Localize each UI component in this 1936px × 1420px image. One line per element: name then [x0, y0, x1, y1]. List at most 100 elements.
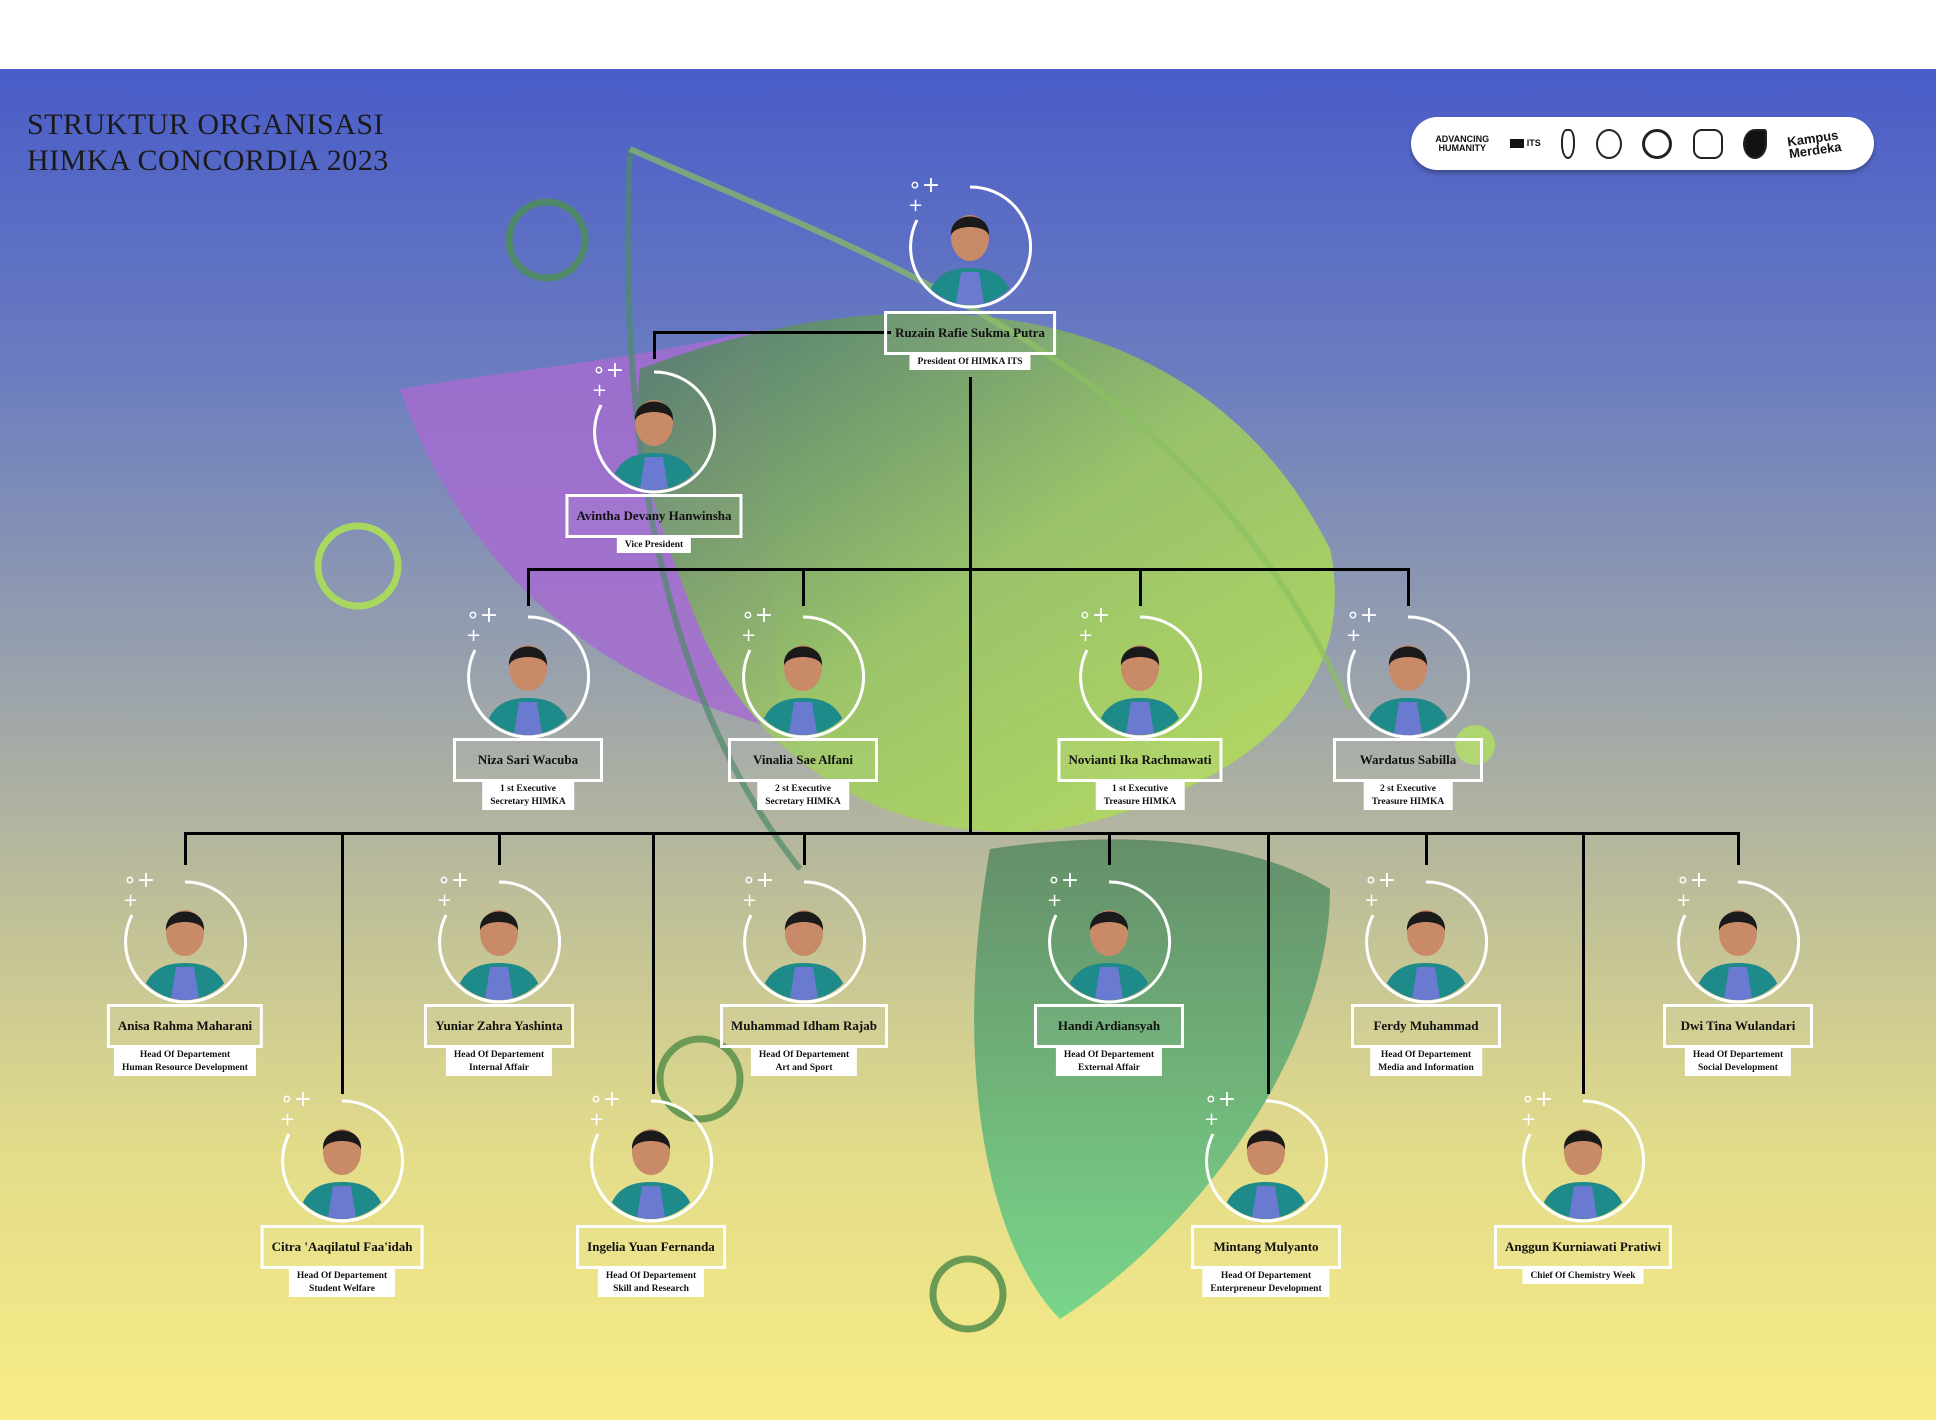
- plus-icon: +: [1364, 890, 1380, 911]
- member-name: Ferdy Muhammad: [1351, 1004, 1501, 1048]
- connector-line: [528, 568, 1409, 571]
- role-line: 2 st Executive: [1380, 784, 1436, 794]
- portrait-photo: [1538, 1129, 1628, 1219]
- connector-line: [1139, 568, 1142, 606]
- plus-icon: +: [1078, 625, 1094, 646]
- portrait-frame: [1522, 1099, 1646, 1223]
- green-lower-shape: [974, 839, 1330, 1319]
- deco-ring: [314, 522, 402, 610]
- circle-plus-icon: ∘+: [123, 868, 156, 893]
- role-line: Treasure HIMKA: [1371, 797, 1445, 807]
- portrait-frame: [281, 1099, 405, 1223]
- connector-line: [652, 832, 655, 1094]
- connector-line: [1267, 832, 1270, 1094]
- member-role: Chief Of Chemistry Week: [1522, 1269, 1644, 1284]
- plus-icon: +: [1676, 890, 1692, 911]
- deco-ring: [929, 1255, 1007, 1333]
- role-line: Vice President: [624, 540, 684, 550]
- circle-plus-icon: ∘+: [589, 1087, 622, 1112]
- portrait-photo: [140, 910, 230, 1000]
- plus-icon: +: [589, 1109, 605, 1130]
- member-name: Vinalia Sae Alfani: [728, 738, 878, 782]
- portrait-photo: [1363, 645, 1453, 735]
- circle-plus-icon: ∘+: [741, 603, 774, 628]
- portrait-photo: [609, 400, 699, 490]
- role-line: Chief Of Chemistry Week: [1530, 1271, 1636, 1281]
- member-name: Novianti Ika Rachmawati: [1057, 738, 1223, 782]
- leaf-outline-curve: [628, 146, 1353, 711]
- member-name: Niza Sari Wacuba: [453, 738, 603, 782]
- role-line: Head Of Departement: [453, 1050, 545, 1060]
- himka-logo: [1692, 128, 1723, 159]
- connector-line: [1407, 568, 1410, 606]
- role-line: 2 st Executive: [775, 784, 831, 794]
- role-line: 1 st Executive: [1112, 784, 1168, 794]
- member-name: Ruzain Rafie Sukma Putra: [884, 311, 1056, 355]
- plus-icon: +: [280, 1109, 296, 1130]
- role-line: Internal Affair: [469, 1063, 529, 1073]
- chemistry-logo: [1642, 128, 1673, 159]
- top-white-bar: [0, 0, 1936, 69]
- deco-ring: [505, 198, 589, 282]
- member-name: Handi Ardiansyah: [1034, 1004, 1184, 1048]
- member-name: Dwi Tina Wulandari: [1663, 1004, 1813, 1048]
- member-role: Vice President: [616, 538, 692, 553]
- portrait-frame: [593, 370, 717, 494]
- portrait-photo: [759, 910, 849, 1000]
- connector-line: [654, 331, 891, 334]
- role-line: Head Of Departement: [758, 1050, 850, 1060]
- connector-line: [185, 832, 1740, 835]
- connector-line: [969, 377, 972, 833]
- connector-line: [184, 832, 187, 865]
- member-name: Muhammad Idham Rajab: [720, 1004, 888, 1048]
- role-line: Treasure HIMKA: [1103, 797, 1177, 807]
- portrait-photo: [297, 1129, 387, 1219]
- connector-line: [341, 832, 344, 1094]
- plus-icon: +: [123, 890, 139, 911]
- role-line: Head Of Departement: [1380, 1050, 1472, 1060]
- portrait-frame: [590, 1099, 714, 1223]
- circle-plus-icon: ∘+: [1346, 603, 1379, 628]
- connector-line: [1108, 832, 1111, 865]
- role-line: Head Of Departement: [139, 1050, 231, 1060]
- portrait-frame: [1079, 615, 1203, 739]
- portrait-frame: [909, 185, 1033, 309]
- member-name: Ingelia Yuan Fernanda: [576, 1225, 726, 1269]
- portrait-photo: [1221, 1129, 1311, 1219]
- connector-line: [527, 568, 530, 606]
- portrait-frame: [1048, 880, 1172, 1004]
- role-line: Head Of Departement: [1692, 1050, 1784, 1060]
- member-name: Yuniar Zahra Yashinta: [424, 1004, 574, 1048]
- circle-plus-icon: ∘+: [437, 868, 470, 893]
- portrait-frame: [1365, 880, 1489, 1004]
- member-name: Citra 'Aaqilatul Faa'idah: [260, 1225, 424, 1269]
- partner-logos: ADVANCING HUMANITY ITS Kampus Merdeka: [1411, 117, 1874, 170]
- role-line: Skill and Research: [613, 1284, 689, 1294]
- plus-icon: +: [741, 625, 757, 646]
- role-line: Media and Information: [1378, 1063, 1474, 1073]
- title-line-1: STRUKTUR ORGANISASI: [27, 108, 385, 141]
- portrait-frame: [467, 615, 591, 739]
- portrait-frame: [1677, 880, 1801, 1004]
- circle-plus-icon: ∘+: [742, 868, 775, 893]
- role-line: Secretary HIMKA: [490, 797, 566, 807]
- role-line: Social Development: [1698, 1063, 1778, 1073]
- circle-plus-icon: ∘+: [1078, 603, 1111, 628]
- connector-line: [803, 832, 806, 865]
- plus-icon: +: [1047, 890, 1063, 911]
- portrait-photo: [1064, 910, 1154, 1000]
- member-name: Anggun Kurniawati Pratiwi: [1493, 1225, 1673, 1269]
- portrait-frame: [743, 880, 867, 1004]
- connector-line: [653, 331, 656, 359]
- leaf-outline: [624, 148, 803, 871]
- kampus-merdeka-logo: Kampus Merdeka: [1785, 126, 1842, 161]
- member-name: Avintha Devany Hanwinsha: [565, 494, 743, 538]
- portrait-photo: [1381, 910, 1471, 1000]
- concordia-logo: [1743, 128, 1768, 159]
